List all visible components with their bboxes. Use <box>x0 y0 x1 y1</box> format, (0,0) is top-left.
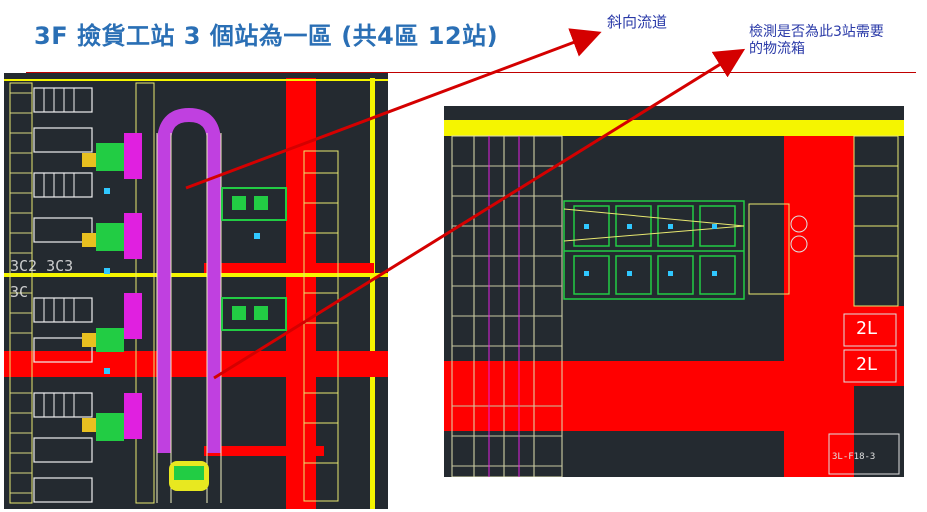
cad-right-label-2l-top: 2L <box>856 318 878 339</box>
cad-left-label-2: 3C <box>10 283 29 301</box>
cad-left-label-1: 3C2 3C3 <box>10 257 74 275</box>
slide-title: 3F 撿貨工站 3 個站為一區 (共4區 12站) <box>34 22 499 50</box>
annotation-sensor-line1: 檢測是否為此3站需要 <box>749 24 884 40</box>
annotation-sensor-line2: 的物流箱 <box>749 41 805 57</box>
cad-right-label-station: 3L-F18-3 <box>832 452 876 462</box>
picking-station-layout <box>4 78 388 509</box>
cad-drawing-left: 3C2 3C3 3C <box>4 73 388 509</box>
annotation-sensor: 檢測是否為此3站需要 的物流箱 <box>749 24 927 58</box>
cad-drawing-right: 2L 2L 3L-F18-3 <box>444 106 904 477</box>
annotation-chute: 斜向流道 <box>607 13 668 31</box>
sensor-detail-layout <box>444 120 904 477</box>
cad-right-label-2l-bottom: 2L <box>856 354 878 375</box>
